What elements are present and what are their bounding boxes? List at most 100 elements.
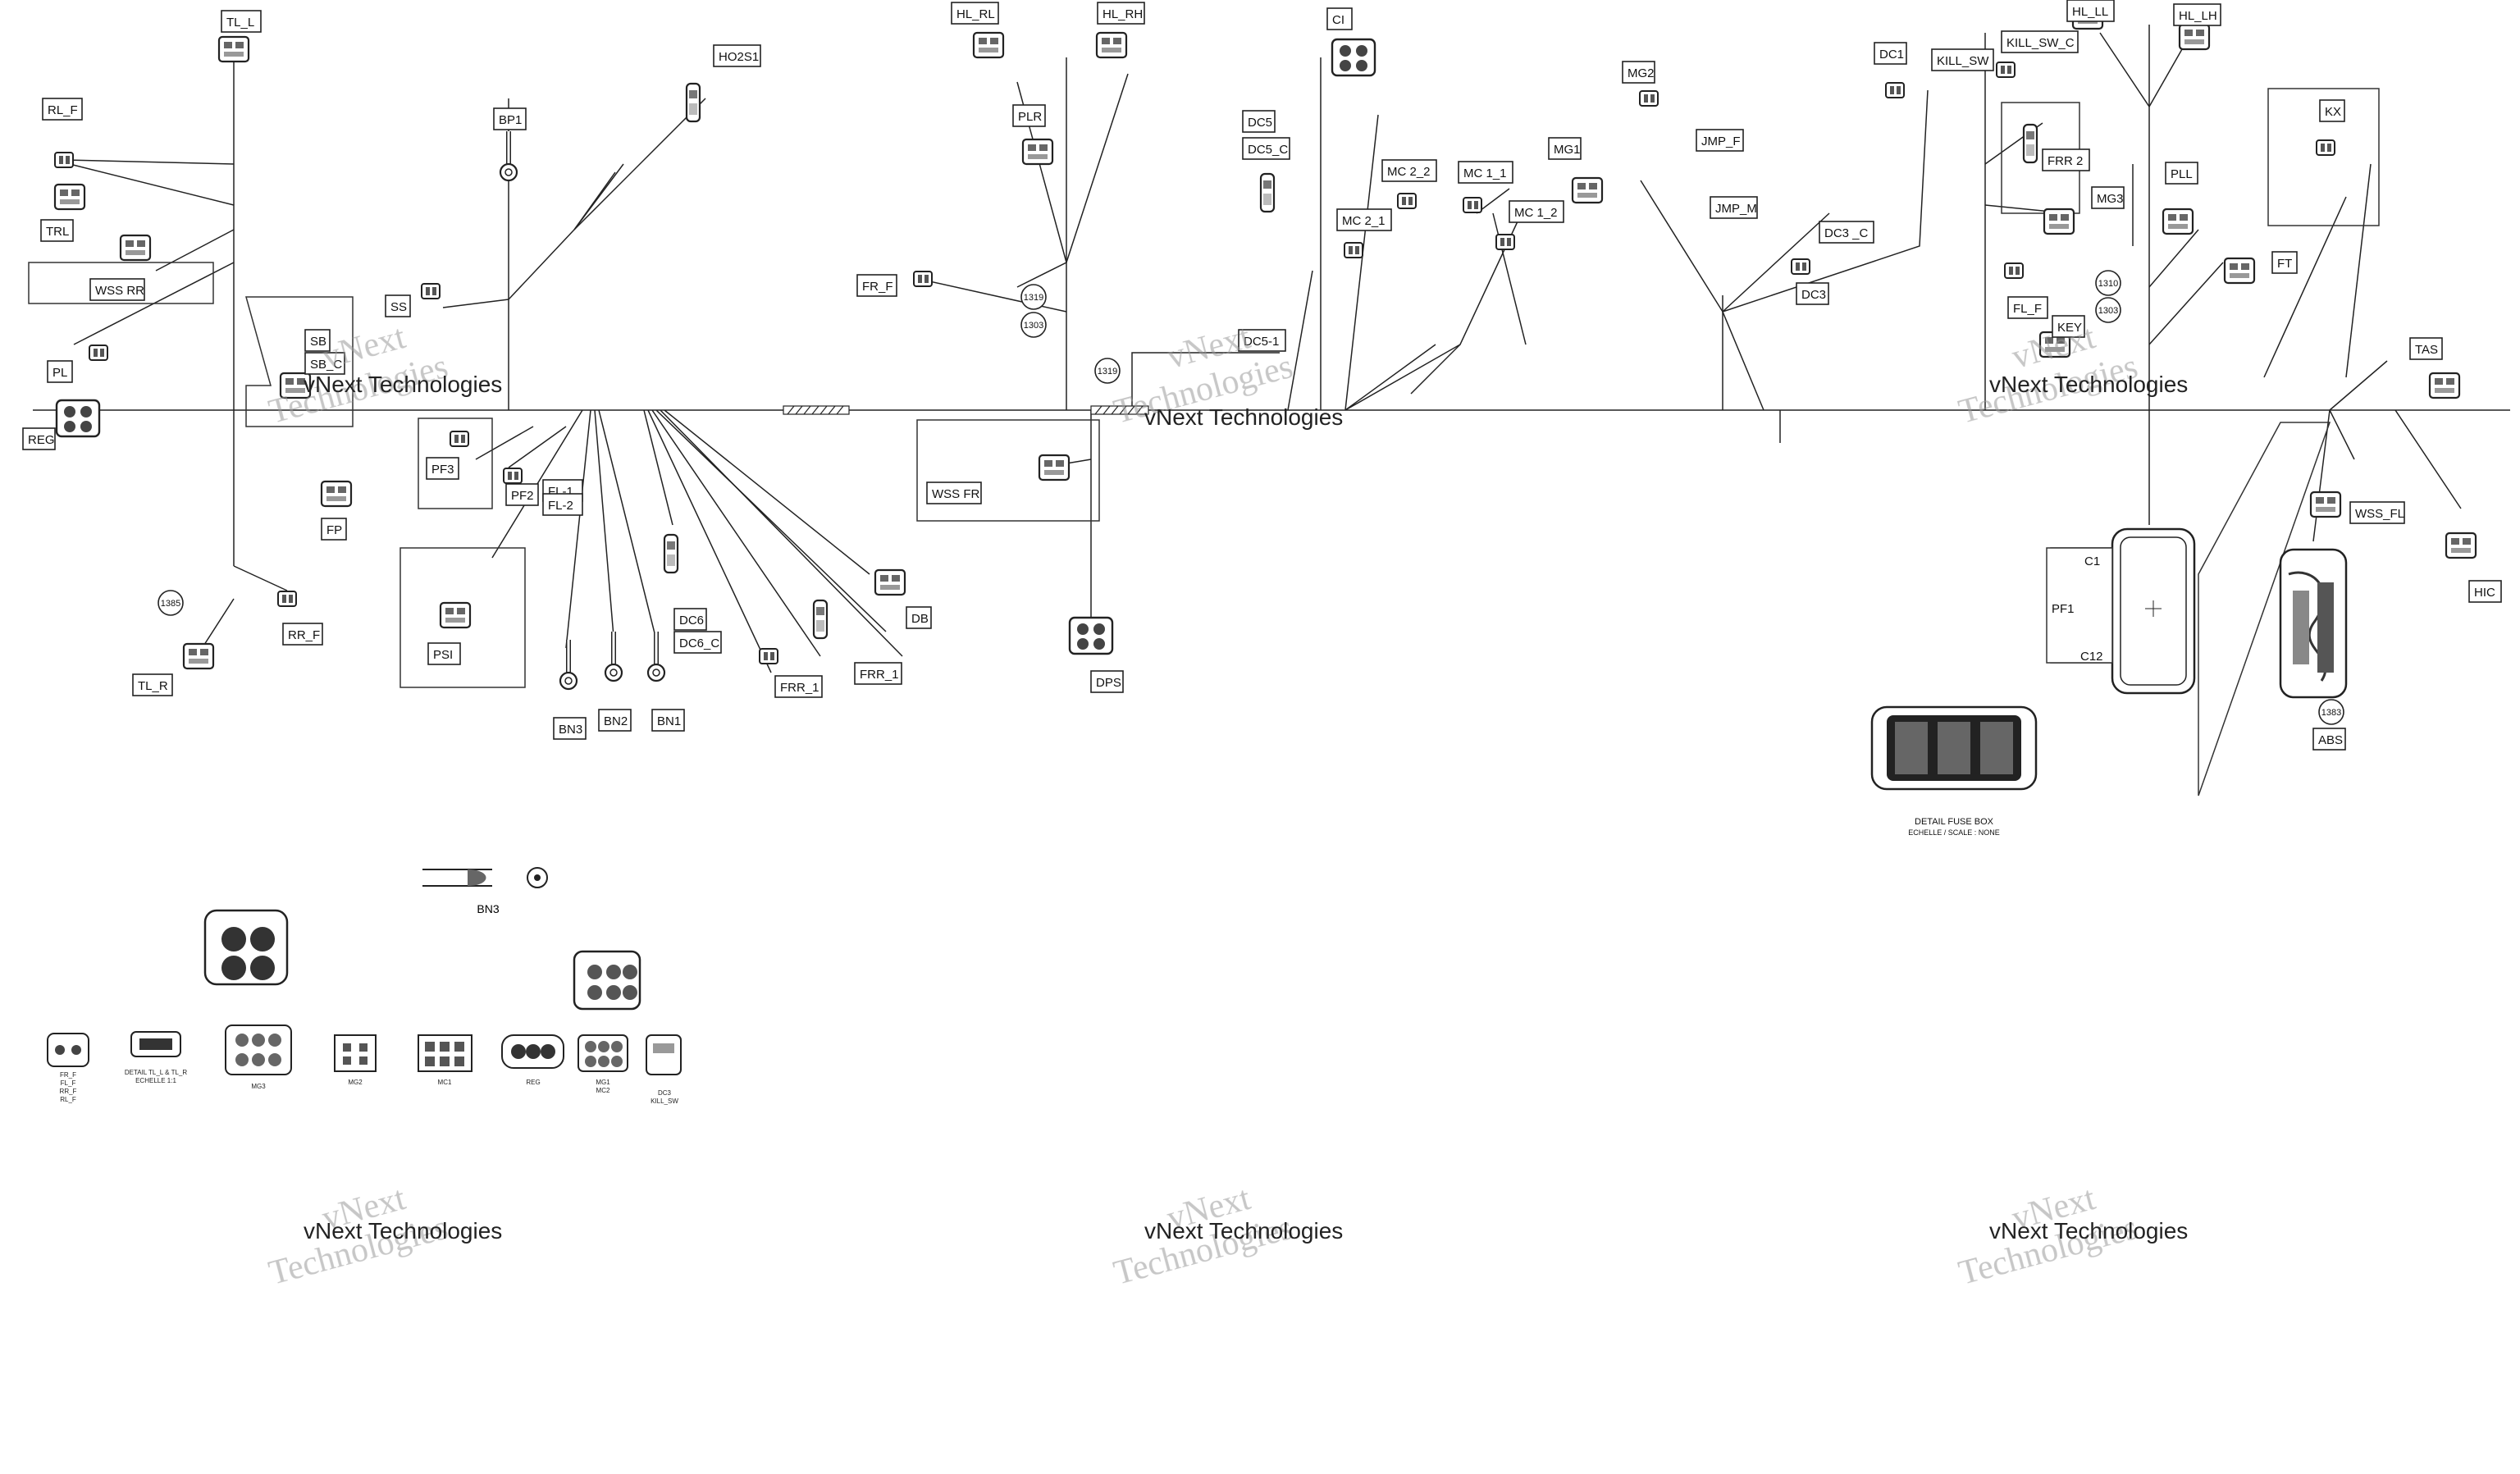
label-abs: ABS (2312, 728, 2346, 751)
label-mg2: MG2 (1622, 61, 1655, 84)
ref-bubble: 1385 (158, 590, 184, 616)
label-bn1: BN1 (651, 709, 685, 732)
label-text: DC5_C (1248, 143, 1288, 157)
label-kx: KX (2319, 99, 2345, 122)
label-mc2-2: MC 2_2 (1381, 159, 1437, 182)
label-wss-fl: WSS_FL (2349, 501, 2405, 524)
label-tas: TAS (2409, 337, 2443, 360)
label-hl-rh: HL_RH (1097, 2, 1145, 25)
label-text: PLR (1018, 110, 1042, 124)
label-text: DB (911, 612, 929, 626)
fl-f-connector (2004, 262, 2024, 279)
label-text: DC3 (1801, 288, 1826, 302)
label-text: TAS (2415, 343, 2438, 357)
dc5-connector (1259, 172, 1276, 213)
label-dc3-c: DC3 _C (1819, 221, 1874, 244)
label-text: BN3 (559, 723, 582, 737)
ref-bubble-text: 1385 (161, 599, 180, 609)
mg1-connector (1571, 176, 1604, 204)
label-dc3: DC3 (1796, 282, 1829, 305)
label-text: SB (310, 335, 326, 349)
watermark-text: vNext Technologies (1989, 1218, 2188, 1244)
pll-connector (2162, 208, 2194, 235)
label-text: HL_LL (2072, 5, 2108, 19)
label-c12: C12 (2080, 650, 2103, 664)
label-wss-fr: WSS FR (926, 481, 982, 504)
fuse-box-detail: DETAIL FUSE BOX ECHELLE / SCALE : NONE (1870, 705, 2038, 837)
ref-bubble: 1319 (1020, 284, 1047, 310)
kx-connector (2316, 139, 2335, 156)
label-text: CI (1332, 13, 1344, 27)
label-pll: PLL (2165, 162, 2198, 185)
label-text: WSS RR (95, 284, 144, 298)
psi-connector (439, 601, 472, 629)
dc6-connector (663, 533, 679, 574)
label-text: HL_RL (956, 7, 995, 21)
wss-fl-connector (2309, 491, 2342, 518)
tas-connector (2428, 372, 2461, 399)
ref-bubble-text: 1319 (1024, 293, 1043, 303)
label-text: KILL_SW (1937, 54, 1989, 68)
kill-sw-connector (1996, 62, 2016, 78)
label-text: JMP_F (1701, 135, 1741, 148)
watermark-line: vNext Technologies vNext Technologies vN… (304, 372, 2188, 1244)
plr-connector (1021, 138, 1054, 166)
pl-connector (89, 345, 108, 361)
label-text: FL_F (2013, 302, 2042, 316)
label-dc1: DC1 (1874, 42, 1907, 65)
label-text: KEY (2057, 321, 2082, 335)
label-text: FP (326, 523, 342, 537)
label-text: MG2 (1628, 66, 1655, 80)
label-tl-r: TL_R (132, 673, 173, 696)
reg-connector (55, 399, 101, 438)
label-jmp-f: JMP_F (1696, 129, 1744, 152)
label-psi: PSI (427, 642, 461, 665)
wss-rr-connector (119, 234, 152, 262)
detail-label-5: MC1 (438, 1079, 452, 1086)
label-text: FL-2 (548, 499, 573, 513)
watermark-text: vNext Technologies (304, 1218, 502, 1244)
label-text: FRR 2 (2048, 154, 2083, 168)
ref-bubble: 1310 (2095, 270, 2121, 296)
watermark-text: vNext Technologies (304, 372, 502, 397)
label-ss: SS (385, 294, 411, 317)
rr-f-connector (277, 591, 297, 607)
label-rl-f: RL_F (42, 98, 83, 121)
pf3-fuse (450, 431, 469, 447)
ref-bubble: 1383 (2318, 699, 2344, 725)
label-bn3: BN3 (553, 717, 587, 740)
label-text: PL (52, 366, 67, 380)
label-text: FT (2277, 257, 2292, 271)
label-text: HIC (2474, 586, 2495, 600)
mg3-connector (2043, 208, 2075, 235)
fuse-box-title: DETAIL FUSE BOX (1915, 817, 1994, 827)
bn1-ring-terminal (648, 632, 664, 681)
label-text: REG (28, 433, 55, 447)
db-connector (874, 568, 906, 596)
ref-bubble-text: 1303 (2098, 306, 2118, 316)
label-hl-lh: HL_LH (2173, 3, 2221, 26)
wire-harness (33, 25, 2510, 673)
label-text: HL_LH (2179, 9, 2217, 23)
ref-bubble-text: 1310 (2098, 279, 2118, 289)
mc2-2-connector (1397, 193, 1417, 209)
dps-connector (1068, 616, 1114, 655)
label-mc2-1: MC 2_1 (1336, 208, 1392, 231)
label-mc1-2: MC 1_2 (1509, 200, 1564, 223)
hl-rh-connector (1095, 31, 1128, 59)
large-connector-detail (203, 909, 289, 986)
wss-fr-connector (1038, 454, 1071, 481)
label-trl: TRL (40, 219, 74, 242)
mc1-2-connector (1495, 234, 1515, 250)
label-dc5-c: DC5_C (1242, 137, 1290, 160)
label-text: C1 (2084, 554, 2100, 568)
label-text: DC5-1 (1244, 335, 1279, 349)
ref-bubble: 1303 (1020, 312, 1047, 338)
rl-f-connector (54, 152, 74, 168)
detail-views: BN3 (47, 867, 682, 1105)
label-ci: CI (1326, 7, 1353, 30)
label-text: C12 (2080, 650, 2103, 664)
